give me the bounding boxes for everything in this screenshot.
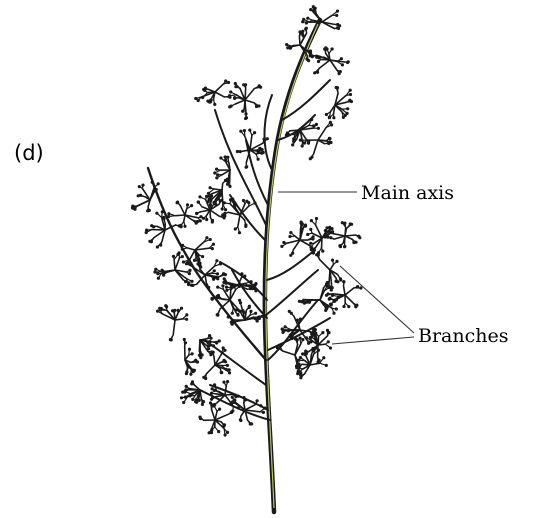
main-axis-label: Main axis (361, 182, 454, 204)
branches-leader-lower (332, 337, 414, 344)
leaf-cluster (304, 328, 332, 364)
leaf-cluster (301, 5, 341, 30)
leaf-cluster (221, 198, 256, 235)
leaf-cluster (194, 79, 231, 106)
leaf-cluster (180, 380, 205, 406)
main-axis-stem (265, 20, 320, 512)
leaf-cluster (324, 221, 362, 248)
leaf-cluster (202, 346, 231, 380)
leaf-cluster (306, 217, 334, 255)
main-axis-highlight (266, 24, 318, 508)
leaf-cluster (156, 304, 188, 341)
leaf-cluster (131, 181, 160, 213)
leaf-cluster (183, 338, 199, 376)
leaf-cluster (311, 46, 350, 75)
leaf-cluster (280, 221, 316, 257)
leaf-cluster (276, 337, 305, 376)
leaf-cluster (198, 401, 233, 436)
branches-label: Branches (418, 325, 508, 347)
branches-leader-upper (340, 266, 414, 333)
leaf-cluster (228, 82, 262, 120)
leaf-cluster (295, 347, 328, 380)
leaf-cluster (325, 280, 363, 308)
branch (265, 95, 273, 170)
leaf-cluster (198, 334, 221, 359)
leaf-cluster (325, 86, 353, 119)
plant-illustration (131, 5, 363, 512)
panel-tag: (d) (14, 141, 44, 165)
